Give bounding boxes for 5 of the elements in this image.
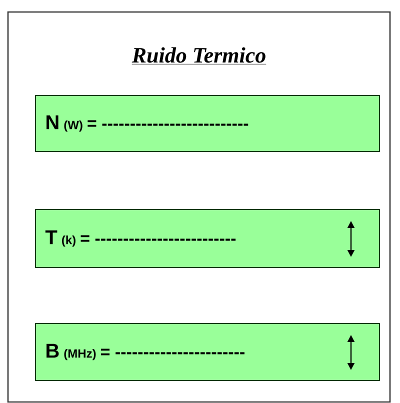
frame	[7, 11, 391, 403]
equation-box: N (W) = --------------------------	[35, 95, 380, 152]
heading: Ruido Termico	[132, 47, 266, 64]
equation-box: T (k) = -------------------------	[35, 209, 380, 268]
equation-box: B (MHz) = -----------------------	[35, 323, 380, 381]
